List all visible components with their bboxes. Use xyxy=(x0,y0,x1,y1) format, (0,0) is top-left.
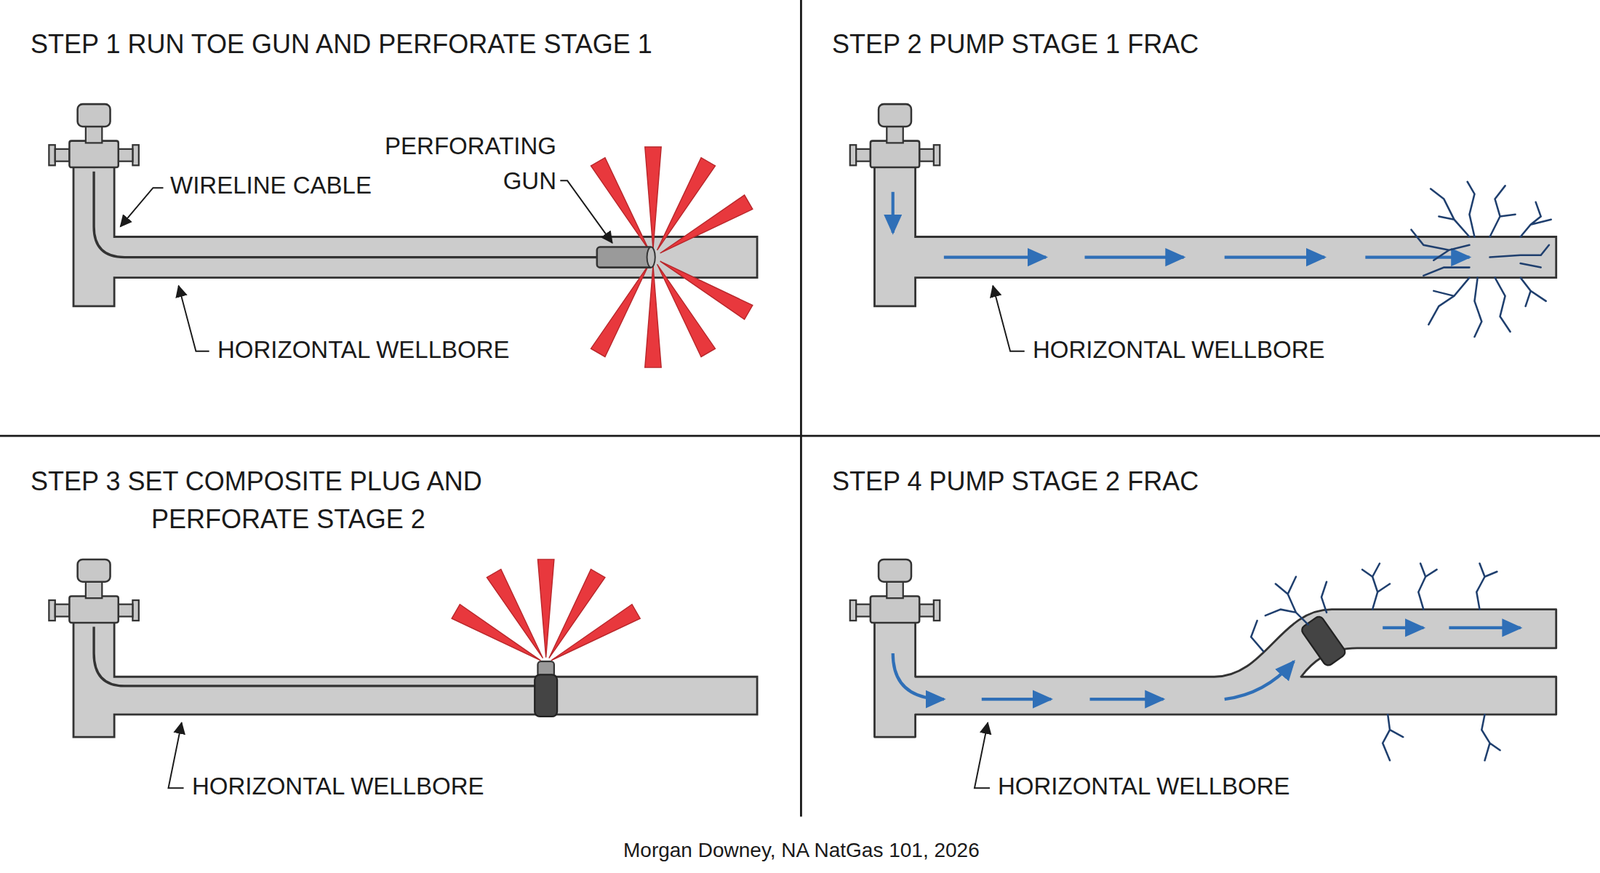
perforation-jets xyxy=(451,559,640,661)
part-label: WIRELINE CABLE xyxy=(170,171,372,200)
step-title: STEP 4 PUMP STAGE 2 FRAC xyxy=(832,462,1199,501)
step-title: STEP 1 RUN TOE GUN AND PERFORATE STAGE 1 xyxy=(30,25,653,64)
wellhead-symbol xyxy=(48,104,139,168)
panels xyxy=(0,0,1600,816)
perforation-jet xyxy=(657,264,716,357)
leader-line xyxy=(560,180,613,243)
wellbore xyxy=(73,618,758,737)
step2-drawing xyxy=(850,104,1557,352)
perforation-jets xyxy=(590,146,752,368)
flow-arrows xyxy=(1090,697,1164,701)
perforation-jet xyxy=(590,157,649,251)
part-label: HORIZONTAL WELLBORE xyxy=(997,772,1291,800)
wellhead-symbol xyxy=(850,559,940,623)
flow-arrows xyxy=(893,192,1470,258)
perforation-jet xyxy=(486,568,543,658)
perforation-jet xyxy=(537,559,554,658)
panel-divider xyxy=(0,434,1600,438)
flow-arrows xyxy=(1224,255,1326,259)
part-label: HORIZONTAL WELLBORE xyxy=(217,336,510,364)
leader-line xyxy=(992,285,1024,352)
panel-divider xyxy=(800,0,803,816)
perforation-jet xyxy=(590,264,649,357)
wellhead-symbol xyxy=(48,559,139,623)
leader-line xyxy=(168,722,184,788)
perforation-jet xyxy=(551,604,640,661)
step4-drawing xyxy=(850,559,1557,788)
step1-drawing xyxy=(48,104,758,368)
step-title: STEP 3 SET COMPOSITE PLUG AND PERFORATE … xyxy=(30,462,560,539)
leader-line xyxy=(974,722,990,788)
flow-arrows xyxy=(893,653,944,699)
flow-arrows xyxy=(1382,626,1424,630)
flow-arrows xyxy=(1365,255,1470,259)
fractures xyxy=(1410,181,1551,337)
perforation-jet xyxy=(645,146,662,249)
flow-arrows xyxy=(1448,626,1520,630)
flow-arrows xyxy=(891,192,895,233)
flow-arrows xyxy=(1224,661,1294,699)
perforation-jet xyxy=(645,265,662,368)
leader-line xyxy=(178,285,210,352)
composite-plug xyxy=(534,674,558,717)
part-label: HORIZONTAL WELLBORE xyxy=(1032,336,1326,364)
wireline-cable xyxy=(93,626,535,686)
flow-arrows xyxy=(1084,255,1184,259)
step-title: STEP 2 PUMP STAGE 1 FRAC xyxy=(832,25,1199,64)
perforating-gun xyxy=(597,247,654,268)
leader-line xyxy=(120,187,164,227)
step3-drawing xyxy=(48,559,758,788)
caption: Morgan Downey, NA NatGas 101, 2026 xyxy=(623,838,980,862)
part-label: HORIZONTAL WELLBORE xyxy=(192,772,485,800)
flow-arrows xyxy=(981,697,1051,701)
wellhead-symbol xyxy=(850,104,940,168)
gun-end xyxy=(647,247,656,268)
part-label: PERFORATING GUN xyxy=(352,128,557,199)
flow-arrows xyxy=(893,627,1521,699)
perforation-jet xyxy=(660,194,753,254)
fractures xyxy=(1250,563,1500,761)
wellbore xyxy=(874,609,1556,737)
flow-arrows xyxy=(944,255,1046,259)
wellbore xyxy=(874,162,1556,306)
